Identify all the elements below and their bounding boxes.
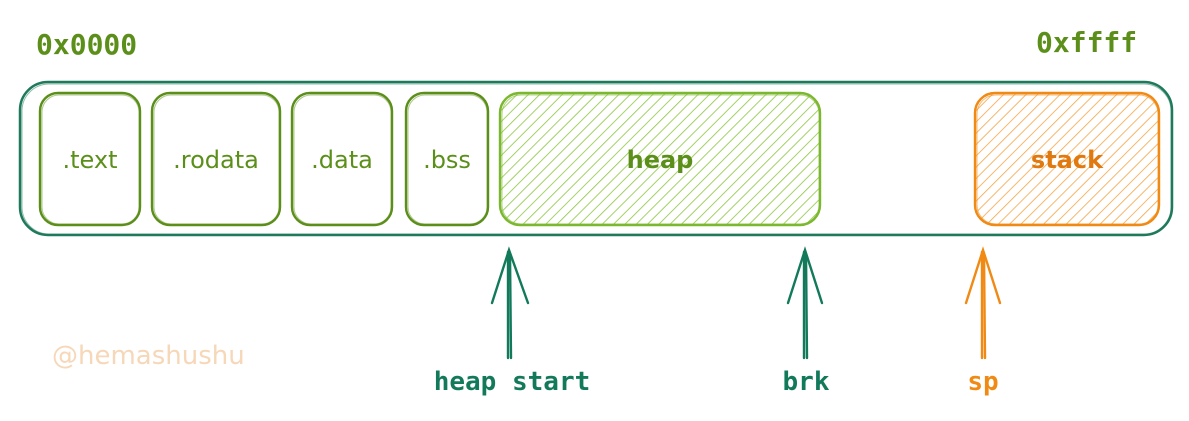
high-address-label: 0xffff (1036, 26, 1137, 59)
heap-start-label: heap start (434, 367, 591, 397)
memory-space-outline (18, 80, 1174, 237)
segment-stack-label: stack (1031, 146, 1104, 174)
segment-bss: .bss (404, 91, 490, 227)
segment-stack: stack (973, 91, 1161, 227)
segment-text: .text (38, 91, 142, 227)
segment-data-label: .data (311, 146, 373, 174)
brk-arrow-icon (786, 246, 824, 360)
segment-rodata-label: .rodata (173, 146, 259, 174)
segment-rodata: .rodata (150, 91, 282, 227)
segment-heap-label: heap (627, 146, 694, 174)
watermark: @hemashushu (52, 341, 245, 371)
brk-label: brk (783, 367, 830, 397)
sp-label: sp (967, 367, 998, 397)
heap-start-arrow-icon (490, 246, 530, 360)
segment-heap: heap (498, 91, 822, 227)
segment-bss-label: .bss (423, 146, 471, 174)
sp-arrow-icon (964, 246, 1002, 360)
segment-text-label: .text (63, 146, 118, 174)
low-address-label: 0x0000 (36, 28, 137, 61)
segment-data: .data (290, 91, 394, 227)
